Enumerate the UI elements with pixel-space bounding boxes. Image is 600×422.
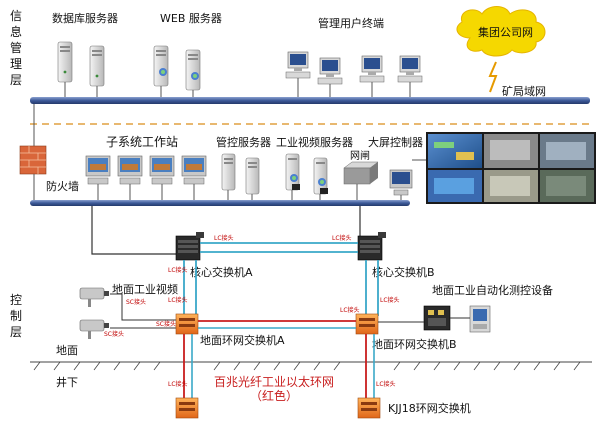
group-network-cloud: 集团公司网 bbox=[456, 6, 546, 57]
gateway-label: 网闸 bbox=[350, 149, 370, 162]
network-switch-icon bbox=[355, 313, 379, 335]
underground-label: 井下 bbox=[56, 375, 78, 389]
server-tower-icon bbox=[89, 45, 105, 87]
surface-auto-label: 地面工业自动化测控设备 bbox=[432, 283, 553, 297]
control-layer-char: 层 bbox=[10, 325, 22, 339]
subsystem-ws-label: 子系统工作站 bbox=[106, 135, 178, 149]
brick-firewall-icon bbox=[19, 145, 47, 175]
monitoring-terminal-icon bbox=[469, 305, 491, 333]
video-servers bbox=[285, 153, 328, 195]
surveillance-camera-icon bbox=[79, 287, 109, 307]
top-drops bbox=[64, 78, 411, 98]
db-servers bbox=[57, 41, 105, 87]
video-wall-display bbox=[426, 132, 596, 204]
control-layer-char: 制 bbox=[10, 309, 22, 323]
desktop-terminal-icon bbox=[389, 169, 413, 196]
group-network-label: 集团公司网 bbox=[478, 25, 533, 39]
lc-connector-label: LC接头 bbox=[168, 266, 188, 274]
desktop-terminal-icon bbox=[181, 155, 207, 185]
mgmt-terminals bbox=[285, 51, 423, 85]
web-server-label: WEB 服务器 bbox=[160, 12, 222, 25]
desktop-terminal-icon bbox=[85, 155, 111, 185]
lc-connector-label: LC接头 bbox=[168, 296, 188, 304]
server-tower-icon bbox=[285, 153, 300, 191]
network-switch-icon bbox=[357, 232, 386, 261]
lc-connector-label: LC接头 bbox=[214, 234, 234, 242]
desktop-terminal-icon bbox=[317, 57, 343, 85]
info-layer-char: 信 bbox=[10, 9, 22, 23]
network-switch-icon bbox=[175, 313, 199, 335]
surveillance-camera-icon bbox=[79, 319, 109, 339]
info-layer-char: 息 bbox=[10, 24, 22, 39]
info-layer-char: 管 bbox=[10, 40, 22, 55]
lc-connector-label: LC接头 bbox=[376, 380, 396, 388]
mid-drops bbox=[97, 159, 426, 202]
server-tower-icon bbox=[245, 157, 260, 195]
lc-connector-label: LC接头 bbox=[380, 296, 400, 304]
desktop-terminal-icon bbox=[397, 55, 423, 83]
bus-to-core-link bbox=[91, 206, 176, 255]
core-switch-a-label: 核心交换机A bbox=[190, 265, 253, 279]
video-server-label: 工业视频服务器 bbox=[276, 135, 353, 149]
lc-connector-label: LC接头 bbox=[332, 234, 352, 242]
control-cabinet-icon bbox=[423, 305, 451, 331]
ring-color-note: （红色） bbox=[250, 388, 298, 403]
db-server-label: 数据库服务器 bbox=[52, 11, 118, 25]
gateway-device-icon bbox=[343, 161, 379, 185]
web-servers bbox=[153, 45, 201, 91]
control-bus bbox=[30, 200, 410, 206]
info-layer-char: 理 bbox=[10, 57, 22, 71]
lc-connector-label: LC接头 bbox=[168, 380, 188, 388]
surface-ring-b-label: 地面环网交换机B bbox=[372, 337, 457, 351]
info-layer-label: 信 息 管 理 层 bbox=[10, 9, 22, 87]
network-switch-icon bbox=[357, 397, 381, 419]
ground-hatch bbox=[33, 361, 581, 371]
screen-ctrl-label: 大屏控制器 bbox=[368, 135, 423, 149]
network-switch-icon bbox=[175, 232, 204, 261]
desktop-terminal-icon bbox=[359, 55, 385, 83]
ring-title: 百兆光纤工业以太环网 bbox=[214, 374, 334, 389]
subsystem-workstations bbox=[85, 155, 207, 185]
mgmt-server-label: 管控服务器 bbox=[216, 135, 271, 149]
server-tower-icon bbox=[313, 157, 328, 195]
firewall-label: 防火墙 bbox=[46, 179, 79, 193]
sc-connector-label: SC接头 bbox=[156, 320, 176, 328]
lc-connector-label: LC接头 bbox=[340, 306, 360, 314]
desktop-terminal-icon bbox=[285, 51, 311, 79]
info-bus bbox=[30, 97, 590, 104]
network-switch-icon bbox=[175, 397, 199, 419]
sc-connector-label: SC接头 bbox=[126, 298, 146, 306]
core-switch-b-label: 核心交换机B bbox=[372, 265, 435, 279]
ground-label: 地面 bbox=[56, 344, 78, 357]
surface-video-label: 地面工业视频 bbox=[112, 282, 178, 296]
control-layer-label: 控 制 层 bbox=[10, 293, 22, 339]
lightning-icon bbox=[488, 61, 498, 93]
mine-wan-label: 矿局域网 bbox=[502, 85, 546, 98]
mgmt-servers bbox=[221, 153, 260, 195]
desktop-terminal-icon bbox=[117, 155, 143, 185]
server-tower-icon bbox=[57, 41, 73, 83]
desktop-terminal-icon bbox=[149, 155, 175, 185]
info-layer-char: 层 bbox=[10, 73, 22, 87]
kjj18-label: KJJ18环网交换机 bbox=[388, 401, 471, 415]
surface-ring-a-label: 地面环网交换机A bbox=[200, 333, 285, 347]
control-layer-char: 控 bbox=[10, 293, 22, 307]
server-tower-icon bbox=[185, 49, 201, 91]
server-tower-icon bbox=[221, 153, 236, 191]
mgmt-terminal-label: 管理用户终端 bbox=[318, 16, 384, 30]
server-tower-icon bbox=[153, 45, 169, 87]
sc-connector-label: SC接头 bbox=[104, 330, 124, 338]
